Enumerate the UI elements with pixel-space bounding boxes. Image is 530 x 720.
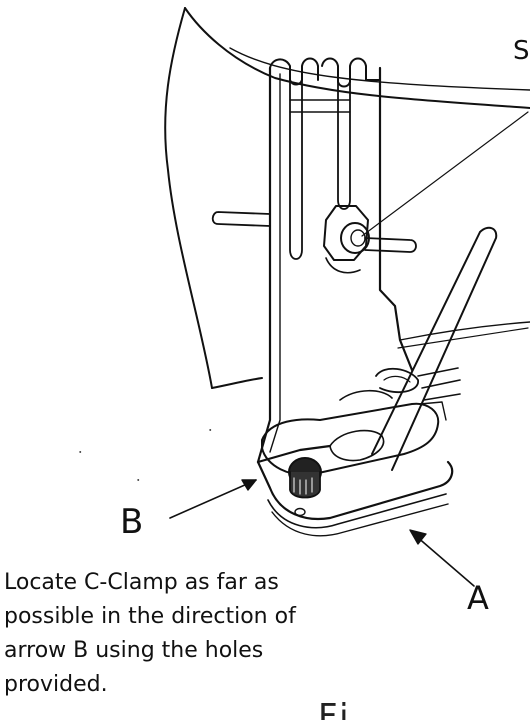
rod-ring-inner [383, 375, 411, 383]
instruction-line: provided. [4, 672, 108, 697]
bracket-plate [256, 66, 332, 464]
arrow-a-head [409, 529, 427, 545]
label-b: B [120, 502, 144, 542]
rod-ring [375, 367, 419, 394]
panel-lower-edge [211, 377, 263, 389]
pin-left [211, 211, 271, 227]
base-plate-lower-2 [271, 503, 449, 537]
bracket-plate-inner [269, 73, 281, 453]
instruction-line: arrow B using the holes [4, 638, 264, 663]
arrow-a [415, 535, 475, 587]
panel-top-edge-inner [229, 47, 530, 91]
washer [325, 257, 361, 274]
bolt-face [350, 229, 366, 247]
instruction-line: Locate C-Clamp as far as [4, 570, 279, 595]
leader-s [361, 111, 529, 237]
bracket-right-edge [378, 66, 414, 372]
jaw-slot [339, 389, 393, 401]
leader-right [397, 327, 529, 349]
screw-knurl [293, 477, 313, 495]
slot-right [337, 77, 351, 210]
screw-hole-bottom [294, 507, 306, 517]
clamp-jaw [261, 402, 440, 476]
instruction-line: possible in the direction of [4, 604, 296, 629]
instruction-text: Locate C-Clamp as far as possible in the… [4, 566, 384, 702]
bracket-top-edge-right [321, 57, 381, 88]
figure-caption-fragment: Fi [318, 700, 353, 720]
bolt-head [340, 222, 370, 254]
label-a: A [467, 579, 489, 617]
slot-left [289, 77, 303, 260]
fin-2 [419, 401, 447, 421]
arrow-b [169, 479, 257, 519]
panel-outline [164, 7, 213, 389]
texture-dots [79, 429, 212, 481]
slot-crossbar [289, 99, 351, 113]
fin-1 [417, 367, 461, 401]
pin-right [364, 237, 417, 253]
bracket-top-edge [269, 57, 319, 86]
base-plate [256, 460, 454, 520]
base-plate-lower [267, 493, 447, 529]
panel-right-edge [399, 321, 530, 341]
rod [371, 226, 498, 471]
label-s: S [513, 36, 530, 66]
arrow-b-head [241, 479, 257, 491]
clamp-jaw-inner [329, 429, 385, 462]
